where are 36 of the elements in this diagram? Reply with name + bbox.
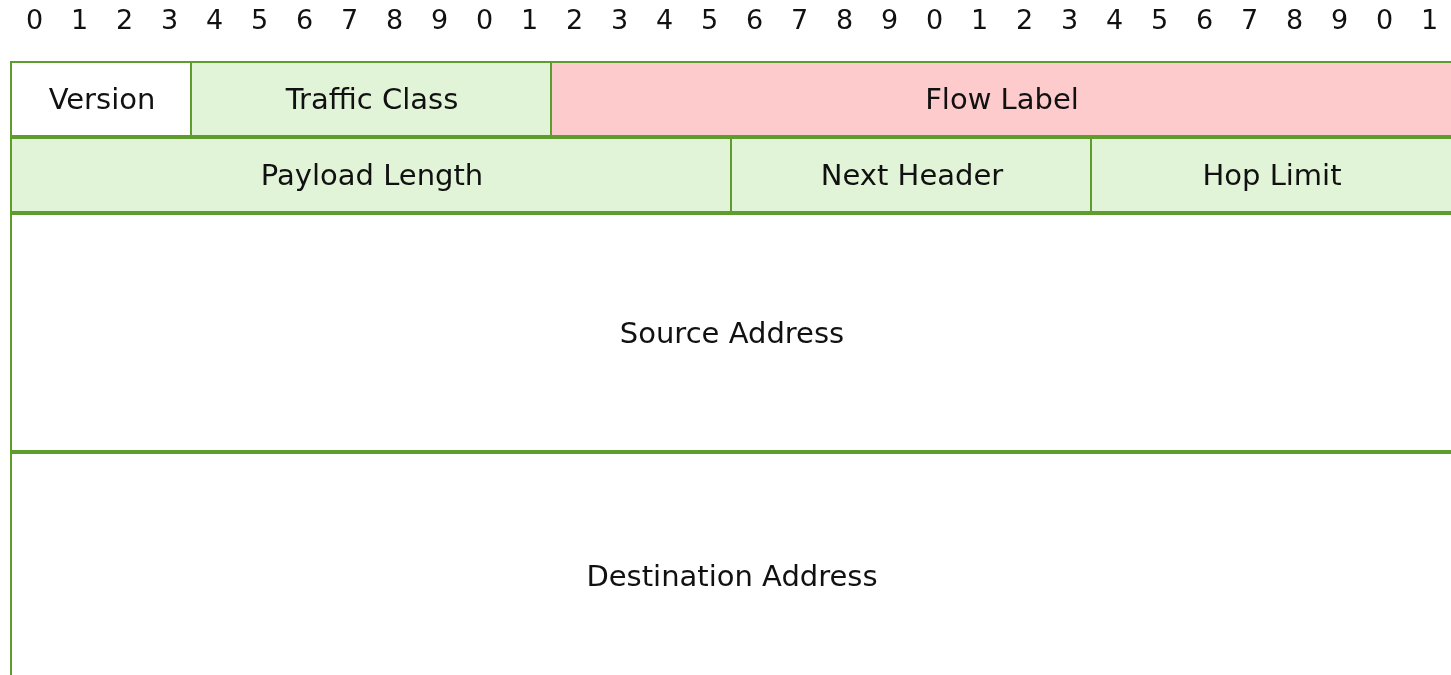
header-field: Source Address <box>10 213 1451 452</box>
bit-number: 3 <box>609 4 630 35</box>
bit-number: 4 <box>204 4 225 35</box>
bit-number: 8 <box>384 4 405 35</box>
bit-number: 3 <box>159 4 180 35</box>
bit-number: 8 <box>834 4 855 35</box>
bit-number: 1 <box>519 4 540 35</box>
bit-number: 1 <box>1419 4 1440 35</box>
bit-number: 8 <box>1284 4 1305 35</box>
bit-number: 6 <box>1194 4 1215 35</box>
bit-number: 0 <box>24 4 45 35</box>
bit-number: 1 <box>69 4 90 35</box>
bit-number: 5 <box>699 4 720 35</box>
bit-number: 2 <box>564 4 585 35</box>
header-field: Hop Limit <box>1090 137 1451 213</box>
bit-number: 4 <box>654 4 675 35</box>
bit-number: 2 <box>114 4 135 35</box>
bit-number: 4 <box>1104 4 1125 35</box>
bit-number: 3 <box>1059 4 1080 35</box>
bit-number: 0 <box>924 4 945 35</box>
header-field: Flow Label <box>550 61 1451 137</box>
bit-number: 6 <box>294 4 315 35</box>
bit-number: 5 <box>249 4 270 35</box>
bit-number: 2 <box>1014 4 1035 35</box>
bit-number: 6 <box>744 4 765 35</box>
bit-number: 7 <box>789 4 810 35</box>
bit-number: 0 <box>1374 4 1395 35</box>
bit-number: 5 <box>1149 4 1170 35</box>
bit-number: 0 <box>474 4 495 35</box>
bit-number: 9 <box>879 4 900 35</box>
bit-number: 1 <box>969 4 990 35</box>
bit-number: 7 <box>1239 4 1260 35</box>
bit-number: 9 <box>429 4 450 35</box>
bit-number: 9 <box>1329 4 1350 35</box>
header-field: Destination Address <box>10 452 1451 675</box>
bit-number: 7 <box>339 4 360 35</box>
